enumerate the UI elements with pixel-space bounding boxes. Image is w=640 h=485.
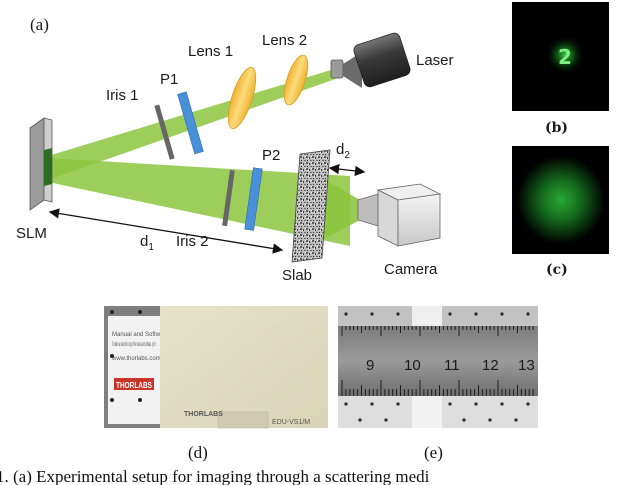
ruler-number: 11 xyxy=(444,357,460,374)
panel-e-label: (e) xyxy=(424,443,443,462)
photo-d-brand-sticker: THORLABS xyxy=(116,381,153,390)
image-c-blob xyxy=(517,156,605,244)
d2-arrow xyxy=(328,163,366,177)
lens-1-label: Lens 1 xyxy=(188,43,233,60)
figure-caption: 1. (a) Experimental setup for imaging th… xyxy=(0,467,430,485)
d1-label: d1 xyxy=(140,233,154,253)
photo-d-sticker xyxy=(108,316,160,424)
photo-e-ruler xyxy=(338,326,538,396)
image-b-glyph: 2 xyxy=(558,45,572,69)
camera xyxy=(357,183,442,247)
image-b-glow xyxy=(545,35,585,75)
ruler-number: 9 xyxy=(366,357,374,374)
slm xyxy=(29,117,53,211)
iris-1 xyxy=(154,104,175,160)
iris-1-label: Iris 1 xyxy=(106,87,139,104)
photo-d-model: EDU-VS1/M xyxy=(272,419,310,426)
photo-d: Manual and Software To obtain an electro… xyxy=(104,306,328,429)
lens-2-label: Lens 2 xyxy=(262,32,307,49)
panel-b-label: (b) xyxy=(545,120,568,136)
photo-e-ticks xyxy=(341,326,534,396)
scattering-slab xyxy=(291,149,331,263)
photo-e: 9 10 11 12 13 xyxy=(338,306,538,428)
ruler-number: 10 xyxy=(404,357,421,374)
panel-c-label: (c) xyxy=(546,262,568,278)
lens-2 xyxy=(283,54,309,106)
photo-d-sample xyxy=(160,306,328,428)
beam-cone-to-camera xyxy=(322,178,360,240)
polarizer-p1 xyxy=(177,91,204,155)
photo-d-brand: THORLABS xyxy=(184,411,223,418)
beam-upper xyxy=(48,66,344,180)
slab-label: Slab xyxy=(282,267,312,284)
lens-1 xyxy=(227,67,257,129)
ruler-number: 13 xyxy=(518,357,535,374)
ruler-number: 12 xyxy=(482,357,499,374)
p1-label: P1 xyxy=(160,71,178,88)
photo-d-brand-box xyxy=(114,378,154,390)
panel-d-label: (d) xyxy=(188,443,208,462)
camera-label: Camera xyxy=(384,261,438,278)
photo-e-ruler-numbers: 9 10 11 12 13 xyxy=(366,357,535,374)
photo-d-note-title: Manual and Software xyxy=(112,332,169,338)
laser-label: Laser xyxy=(416,52,454,69)
panel-a-label: (a) xyxy=(30,15,49,34)
photo-d-note-text: To obtain an electronic copy of the manu… xyxy=(112,342,156,348)
d1-arrow xyxy=(48,208,284,254)
laser xyxy=(330,32,411,88)
d2-label: d2 xyxy=(336,141,350,161)
p2-label: P2 xyxy=(262,147,280,164)
photo-d-note-url: www.thorlabs.com xyxy=(111,356,161,362)
slm-label: SLM xyxy=(16,225,47,242)
